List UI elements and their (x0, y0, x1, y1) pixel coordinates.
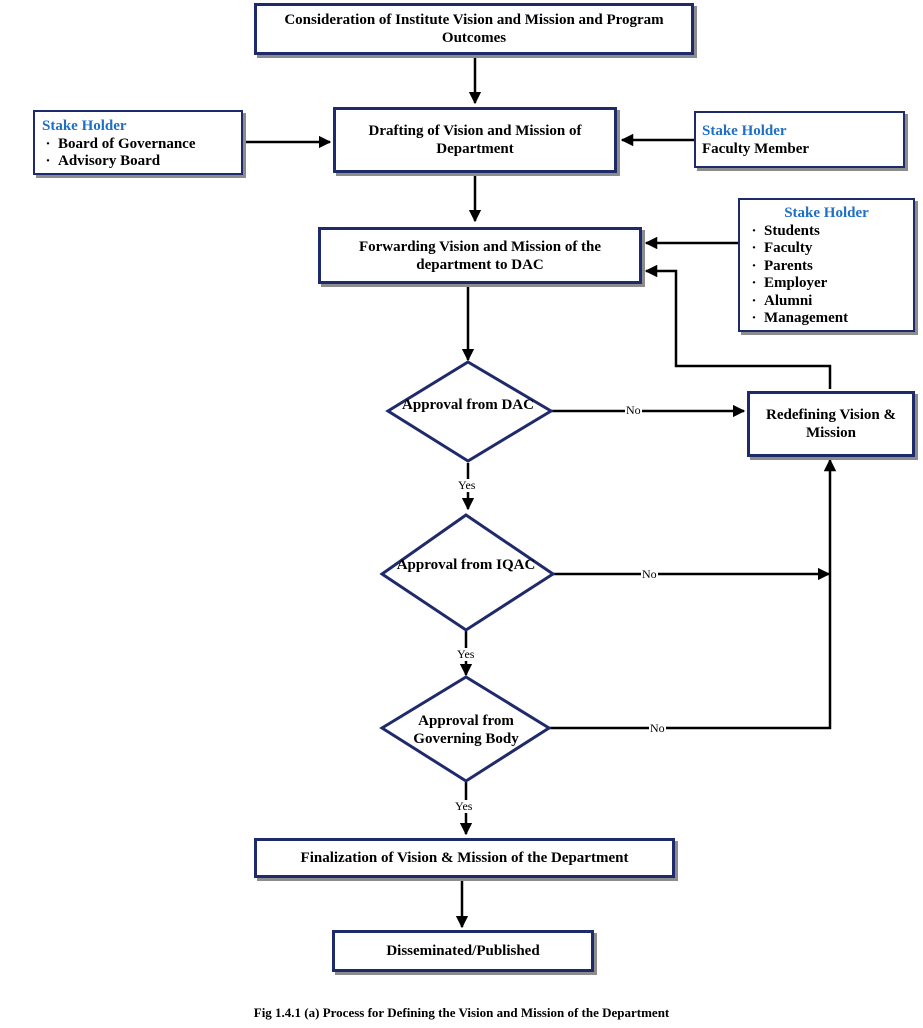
stakeholder-right-top-item: Faculty Member (702, 140, 810, 157)
decision-dac-label: Approval from DAC (402, 397, 534, 413)
edge-label-iqac-no: No (641, 567, 658, 581)
consideration-box: Consideration of Institute Vision and Mi… (254, 3, 694, 55)
edge-label-dac-yes: Yes (457, 478, 477, 492)
stakeholder-right-list: Students Faculty Parents Employer Alumni… (748, 223, 913, 328)
drafting-text: Drafting of Vision and Mission of Depart… (368, 123, 582, 157)
forwarding-text: Forwarding Vision and Mission of the dep… (358, 238, 602, 273)
stakeholder-right-list-box: Stake Holder Students Faculty Parents Em… (738, 198, 915, 332)
edge-label-dac-no: No (625, 403, 642, 417)
stakeholder-right-list-title: Stake Holder (784, 205, 869, 221)
stakeholder-left-title: Stake Holder (42, 118, 127, 134)
list-item: Advisory Board (42, 153, 241, 171)
edge-label-governing-no: No (649, 721, 666, 735)
list-item: Faculty (748, 240, 913, 258)
drafting-box: Drafting of Vision and Mission of Depart… (333, 107, 617, 173)
decision-governing-label: Approval from Governing Body (413, 713, 519, 747)
arrow-redefining-to-forwarding (644, 264, 832, 389)
finalization-text: Finalization of Vision & Mission of the … (300, 850, 629, 866)
stakeholder-left-list: Board of Governance Advisory Board (42, 136, 241, 171)
decision-governing-diamond (379, 675, 552, 783)
disseminated-text: Disseminated/Published (386, 943, 540, 959)
edge-label-iqac-yes: Yes (456, 647, 476, 661)
redefining-text: Redefining Vision & Mission (765, 407, 897, 441)
consideration-text: Consideration of Institute Vision and Mi… (284, 12, 664, 46)
redefining-box: Redefining Vision & Mission (747, 391, 915, 457)
decision-iqac-label: Approval from IQAC (396, 557, 536, 573)
finalization-box: Finalization of Vision & Mission of the … (254, 838, 675, 878)
figure-caption: Fig 1.4.1 (a) Process for Defining the V… (253, 1005, 670, 1020)
edge-label-governing-yes: Yes (454, 799, 474, 813)
list-item: Employer (748, 275, 913, 293)
decision-iqac-diamond (379, 513, 556, 632)
forwarding-box: Forwarding Vision and Mission of the dep… (318, 227, 642, 284)
arrow-governing-no (549, 458, 837, 730)
disseminated-box: Disseminated/Published (332, 930, 594, 972)
decision-dac-diamond (385, 360, 554, 463)
list-item: Alumni (748, 293, 913, 311)
list-item: Management (748, 310, 913, 328)
list-item: Board of Governance (42, 136, 241, 154)
stakeholder-right-top-box: Stake Holder Faculty Member (694, 111, 905, 168)
stakeholder-right-top-title: Stake Holder (702, 123, 787, 139)
stakeholder-left-box: Stake Holder Board of Governance Advisor… (33, 110, 243, 175)
list-item: Parents (748, 258, 913, 276)
list-item: Students (748, 223, 913, 241)
